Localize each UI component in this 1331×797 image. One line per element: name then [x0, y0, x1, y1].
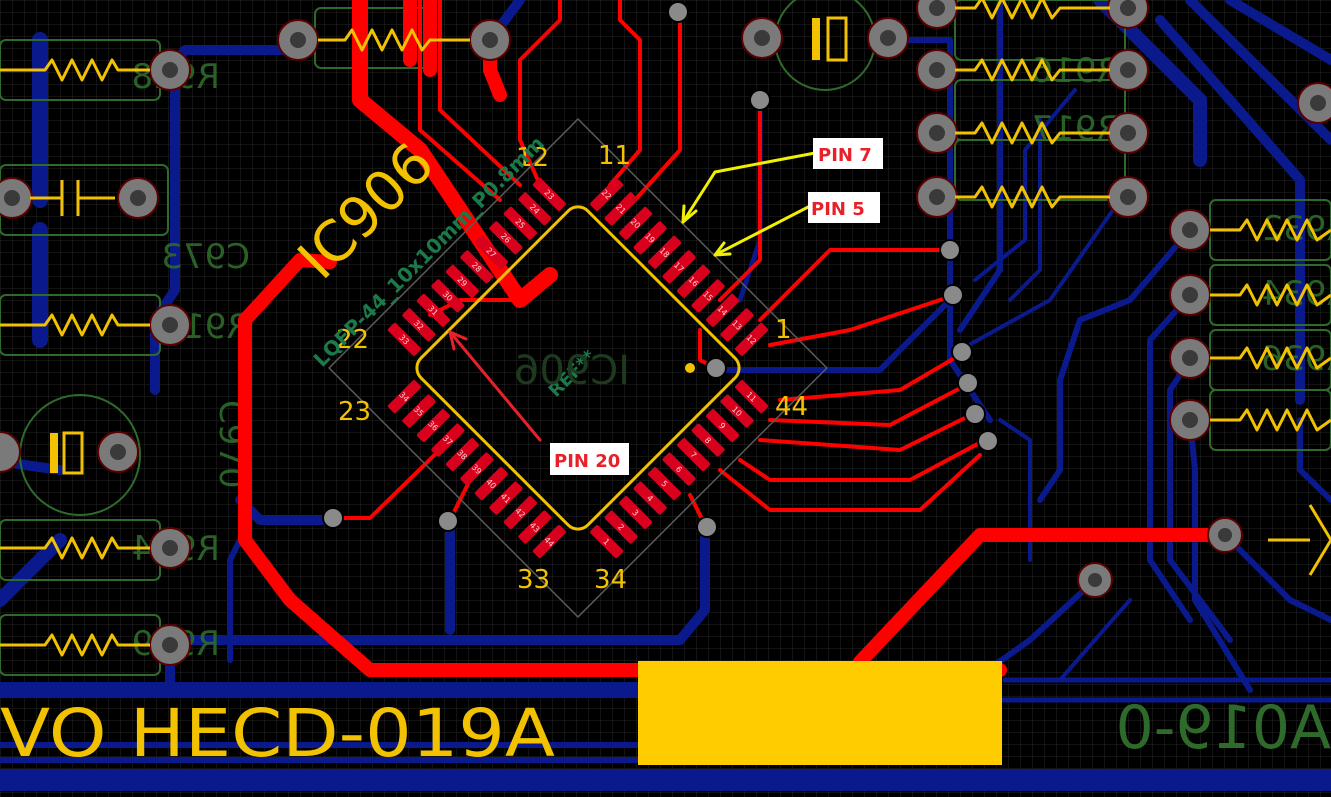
pin-label-11: 11 — [598, 141, 631, 171]
pin-number-labels: 1 11 12 22 23 33 34 44 — [336, 141, 808, 595]
ic-pad-18 — [648, 235, 682, 269]
bottom-ref-label: C973 — [161, 237, 250, 277]
ic-pad-1 — [590, 525, 624, 559]
pin-label-1: 1 — [775, 315, 792, 345]
ic-pad-2 — [604, 510, 638, 544]
ic-pad-number: 6 — [674, 464, 684, 474]
ic-pad-8 — [691, 423, 725, 457]
ic-pad-number: 7 — [688, 450, 698, 460]
pin1-marker-dot — [685, 363, 695, 373]
ic-pad-25 — [503, 206, 537, 240]
ic-pad-12 — [735, 322, 769, 356]
ic-pad-number: 5 — [659, 479, 669, 489]
ic-pad-24 — [518, 192, 552, 226]
ic-pad-11 — [735, 380, 769, 414]
ic-pad-number: 3 — [630, 508, 640, 518]
ic-pad-number: 1 — [601, 537, 611, 547]
ic-pad-number: 4 — [645, 493, 655, 503]
top-silkscreen-layer — [0, 0, 1331, 657]
ic-pad-13 — [720, 308, 754, 342]
callout-pin5-text: PIN 5 — [811, 199, 865, 220]
ic-pad-3 — [619, 496, 653, 530]
ic-pad-7 — [677, 438, 711, 472]
ic-pad-38 — [445, 438, 479, 472]
callout-pin7: PIN 7 — [813, 138, 883, 169]
ic-pad-26 — [489, 221, 523, 255]
pin-label-33: 33 — [517, 565, 550, 595]
ic-pad-31 — [416, 293, 450, 327]
through-hole-pads — [0, 0, 1331, 666]
ic-pad-4 — [633, 481, 667, 515]
pin-label-22: 22 — [336, 325, 369, 355]
ic-pad-5 — [648, 467, 682, 501]
ic-pad-number: 9 — [717, 421, 727, 431]
ic-pad-23 — [532, 177, 566, 211]
pin-label-44: 44 — [775, 392, 808, 422]
ic-pad-40 — [474, 467, 508, 501]
ic-mirrored-ref: IC906 — [514, 348, 630, 394]
ic-pad-17 — [662, 250, 696, 284]
ic-pad-9 — [706, 409, 740, 443]
ic-pad-6 — [662, 452, 696, 486]
ic-pad-43 — [518, 510, 552, 544]
callout-pin7-text: PIN 7 — [818, 145, 872, 166]
ic-pad-28 — [460, 250, 494, 284]
ic-pad-35 — [402, 394, 436, 428]
ic-pad-10 — [720, 394, 754, 428]
board-bottom-mirrored-text: A019-0 — [1116, 693, 1331, 763]
ic-pad-27 — [474, 235, 508, 269]
callout-pin5: PIN 5 — [808, 192, 880, 223]
ic-pad-44 — [532, 525, 566, 559]
ic-pad-16 — [677, 264, 711, 298]
ic-pad-34 — [387, 380, 421, 414]
polarized-capacitor-symbols — [50, 16, 848, 475]
ic-pad-30 — [431, 279, 465, 313]
ic-body-outline — [415, 205, 741, 531]
ic-pad-29 — [445, 264, 479, 298]
ic-pad-39 — [460, 452, 494, 486]
ic-pad-37 — [431, 423, 465, 457]
ic-courtyard — [328, 118, 828, 618]
ic-pad-15 — [691, 279, 725, 313]
board-title-text: VO HECD-019A — [0, 695, 555, 772]
callout-pin20: PIN 20 — [550, 443, 629, 475]
pin-label-34: 34 — [594, 565, 627, 595]
ic-pad-21 — [604, 192, 638, 226]
ic-pad-22 — [590, 177, 624, 211]
ic-pad-32 — [402, 308, 436, 342]
pin-label-23: 23 — [338, 397, 371, 427]
ic-pad-20 — [619, 206, 653, 240]
ic-pad-36 — [416, 409, 450, 443]
ic-pad-14 — [706, 293, 740, 327]
ic-pad-42 — [503, 496, 537, 530]
callout-pin20-text: PIN 20 — [554, 451, 620, 472]
vias — [322, 1, 999, 538]
copper-fill-block — [638, 661, 1002, 765]
ic-pads: 1234567891011121314151617181920212223242… — [387, 177, 769, 559]
ic-pad-41 — [489, 481, 523, 515]
pin-label-12: 12 — [516, 143, 549, 173]
ic-pad-19 — [633, 221, 667, 255]
ic-pad-33 — [387, 322, 421, 356]
callout-arrows — [448, 151, 817, 442]
ic-pad-number: 2 — [616, 522, 626, 532]
ic-pad-number: 8 — [703, 435, 713, 445]
